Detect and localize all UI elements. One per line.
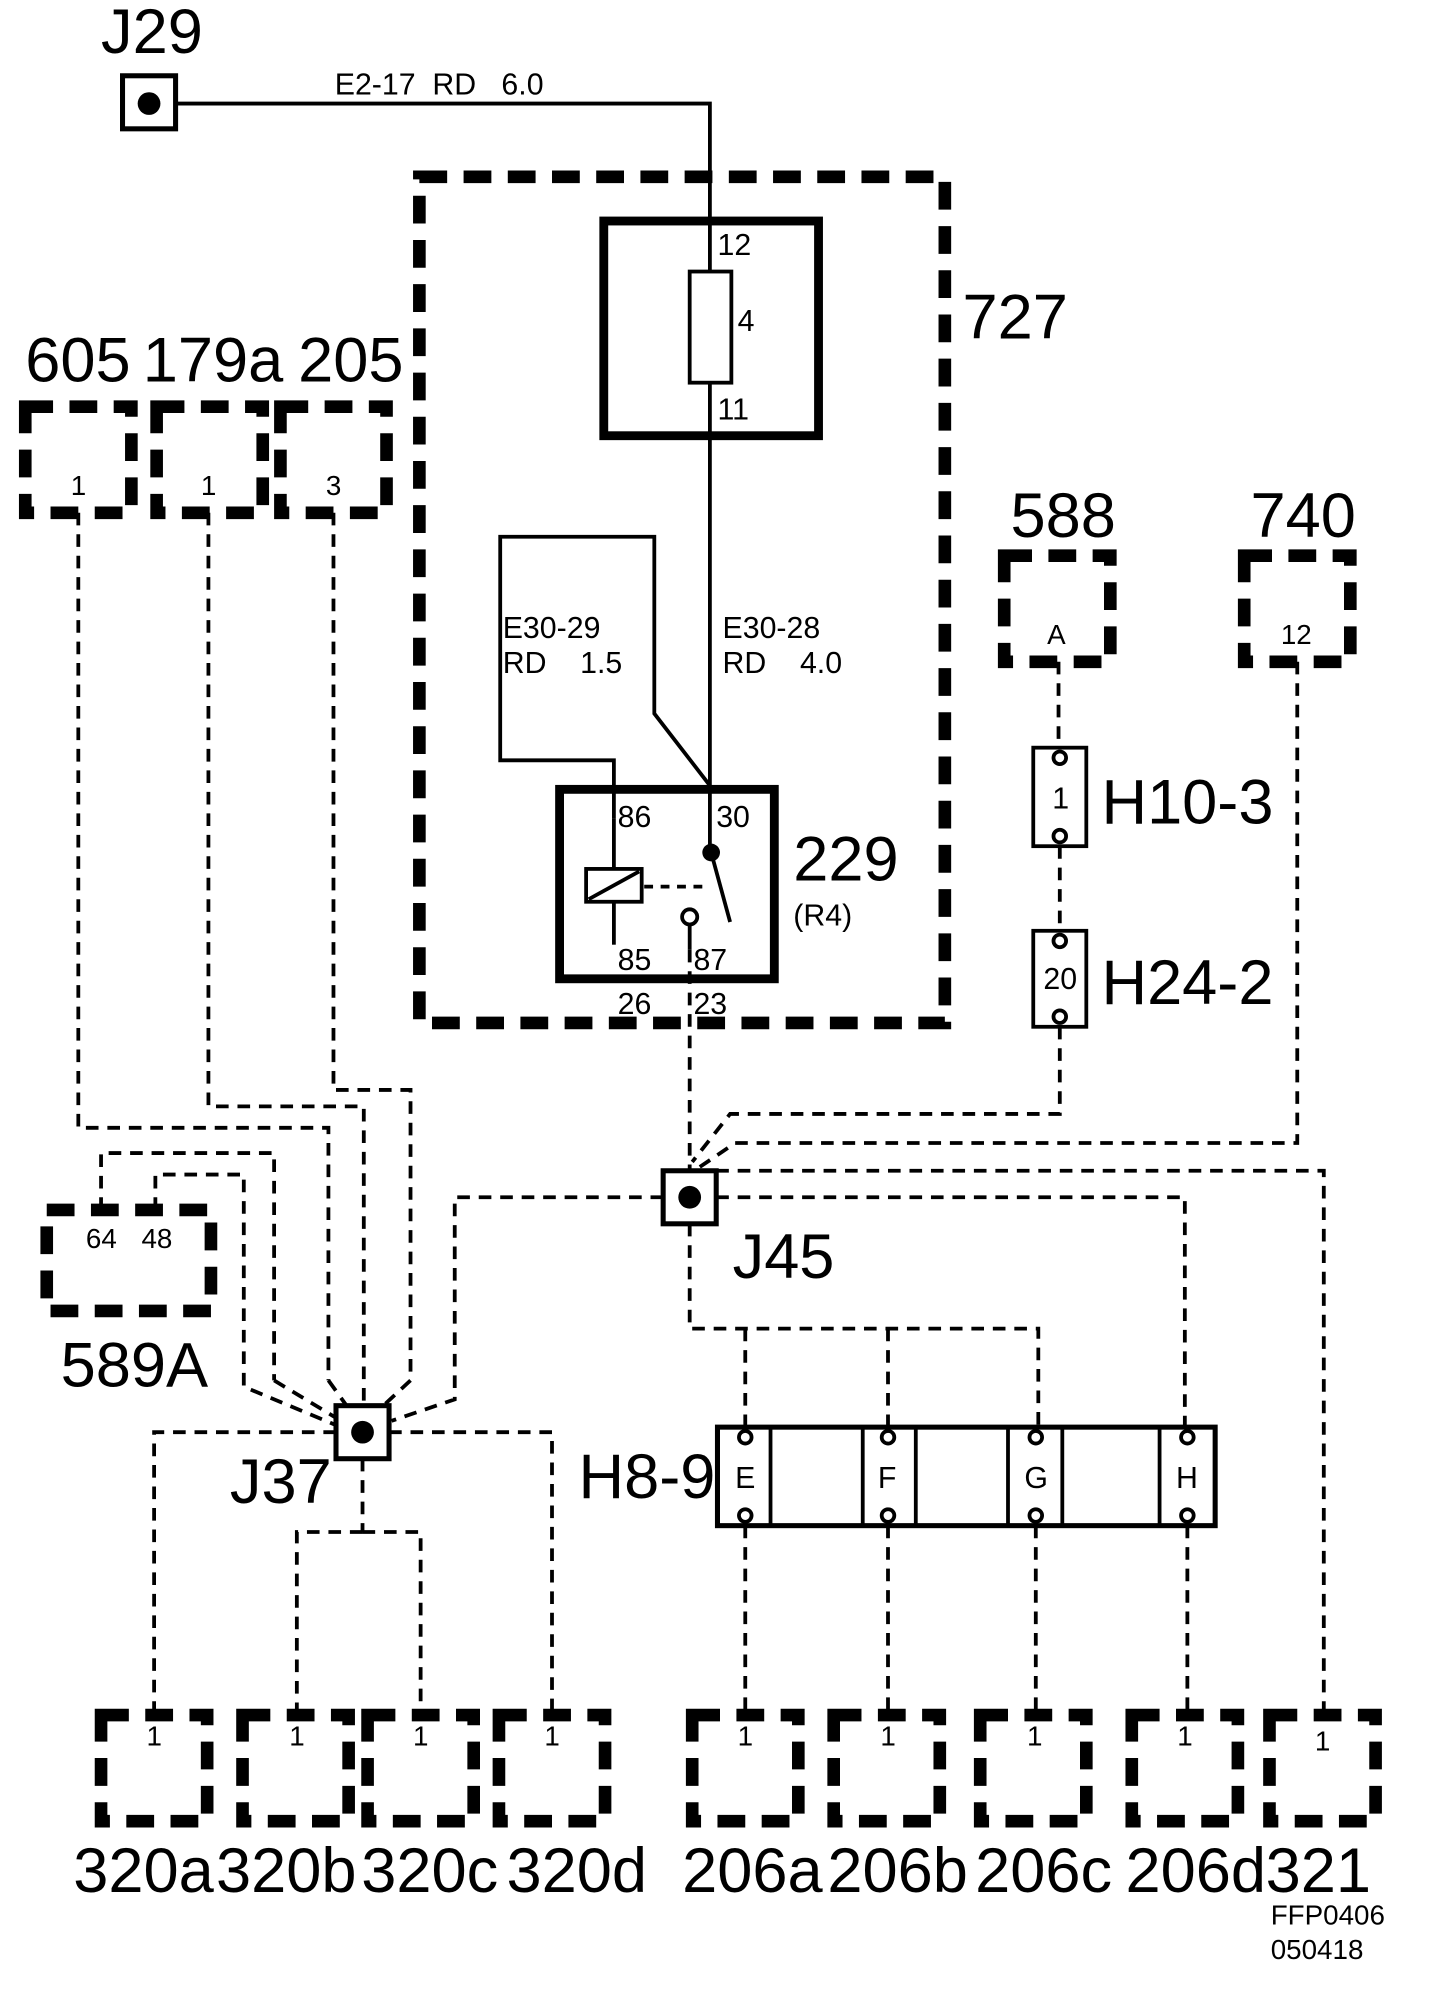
connector-206d-pin: 1 bbox=[1177, 1720, 1192, 1751]
connector-589a-pin-48: 48 bbox=[141, 1223, 172, 1254]
connector-320c-pin: 1 bbox=[413, 1720, 428, 1751]
connector-320b-pin: 1 bbox=[289, 1720, 304, 1751]
relay-pin-85: 85 bbox=[618, 944, 652, 977]
relay-229[interactable] bbox=[555, 784, 779, 984]
connector-320b-label: 320b bbox=[216, 1836, 356, 1906]
wire-740-to-j45 bbox=[698, 661, 1300, 1169]
connector-321[interactable] bbox=[1263, 1708, 1382, 1828]
wire-j37-to-320d bbox=[389, 1430, 554, 1712]
wire-j45-to-321 bbox=[716, 1168, 1326, 1712]
h8-9-label: H8-9 bbox=[579, 1442, 716, 1512]
connector-206b[interactable] bbox=[827, 1708, 947, 1828]
connector-206b-label: 206b bbox=[827, 1836, 967, 1906]
h8-9-pin-f: F bbox=[878, 1462, 897, 1495]
connector-206a-label: 206a bbox=[682, 1836, 823, 1906]
connector-588-label: 588 bbox=[1011, 481, 1116, 551]
connector-320d[interactable] bbox=[492, 1708, 612, 1828]
connector-320d-label: 320d bbox=[507, 1836, 647, 1906]
wire-j37-to-320c bbox=[362, 1530, 423, 1712]
connector-206d-label: 206d bbox=[1125, 1836, 1265, 1906]
j37-node[interactable] bbox=[333, 1403, 392, 1462]
wire-e2-17-label: E2-17 RD 6.0 bbox=[335, 69, 544, 102]
footer-code: FFP0406 bbox=[1271, 1900, 1385, 1931]
h24-2-label: H24-2 bbox=[1101, 948, 1273, 1018]
fuse-pin-11: 11 bbox=[717, 393, 748, 426]
relay-switch-arm bbox=[709, 851, 732, 923]
connector-605-pin: 1 bbox=[71, 470, 86, 501]
h10-3-pin: 1 bbox=[1052, 782, 1069, 815]
relay-sublabel: (R4) bbox=[793, 900, 852, 933]
connector-179a-label: 179a bbox=[143, 325, 284, 395]
connector-205-pin: 3 bbox=[326, 470, 341, 501]
connector-589a[interactable] bbox=[40, 1203, 218, 1318]
connector-206b-pin: 1 bbox=[880, 1720, 895, 1751]
h8-9-pin-h: H bbox=[1176, 1462, 1198, 1495]
wire-j45-down bbox=[687, 1223, 1041, 1430]
connector-740-label: 740 bbox=[1251, 481, 1356, 551]
j29-label: J29 bbox=[101, 0, 203, 67]
wire-e30-28-id: E30-28 bbox=[723, 612, 821, 645]
relay-term-23: 23 bbox=[693, 988, 727, 1021]
wire-205-to-j37 bbox=[331, 512, 413, 1381]
connector-589a-pin-64: 64 bbox=[86, 1223, 117, 1254]
connector-320c-label: 320c bbox=[361, 1836, 498, 1906]
connector-206a[interactable] bbox=[685, 1708, 805, 1828]
connector-h8-9[interactable] bbox=[714, 1424, 1218, 1529]
relay-pin-30: 30 bbox=[716, 801, 750, 834]
relay-pin-87: 87 bbox=[693, 944, 727, 977]
fuse-4[interactable] bbox=[687, 269, 734, 385]
j29-node[interactable] bbox=[120, 73, 179, 132]
j45-node[interactable] bbox=[660, 1168, 719, 1227]
relay-no-contact bbox=[680, 907, 700, 927]
connector-321-label: 321 bbox=[1266, 1836, 1371, 1906]
fuse-pin-12: 12 bbox=[717, 229, 751, 262]
wire-e30-29-id: E30-29 bbox=[503, 612, 601, 645]
connector-206c-label: 206c bbox=[975, 1836, 1112, 1906]
wire-j45-to-h bbox=[716, 1195, 1187, 1430]
connector-320b[interactable] bbox=[236, 1708, 355, 1828]
connector-740-pin: 12 bbox=[1281, 619, 1312, 650]
wire-e30-29-spec: RD 1.5 bbox=[503, 647, 623, 680]
h8-9-pin-g: G bbox=[1024, 1462, 1048, 1495]
footer-date: 050418 bbox=[1271, 1934, 1364, 1965]
wire-179a-to-j37 bbox=[206, 512, 366, 1405]
connector-206a-pin: 1 bbox=[738, 1720, 753, 1751]
h8-9-pin-e: E bbox=[735, 1462, 755, 1495]
connector-588-pin: A bbox=[1047, 619, 1066, 650]
wire-605-to-j37 bbox=[76, 512, 331, 1381]
connector-321-pin: 1 bbox=[1315, 1725, 1330, 1756]
wire-j45-to-j37 bbox=[390, 1195, 664, 1423]
j37-label: J37 bbox=[230, 1447, 332, 1517]
connector-320a-pin: 1 bbox=[147, 1720, 162, 1751]
wire-e30-29 bbox=[498, 534, 712, 819]
wire-h24-2-to-j45 bbox=[690, 1026, 1062, 1164]
relay-term-26: 26 bbox=[618, 988, 652, 1021]
connector-205-label: 205 bbox=[298, 325, 403, 395]
fuse-number: 4 bbox=[738, 305, 755, 338]
inline-connector-h24-2[interactable] bbox=[1031, 928, 1089, 1029]
inline-connector-h10-3[interactable] bbox=[1031, 745, 1089, 849]
h10-3-label: H10-3 bbox=[1101, 767, 1273, 837]
wire-589a-48-to-j37 bbox=[153, 1172, 336, 1427]
connector-320c[interactable] bbox=[361, 1708, 480, 1828]
h24-2-pin: 20 bbox=[1043, 963, 1077, 996]
relay-pin-86: 86 bbox=[618, 801, 652, 834]
connector-320d-pin: 1 bbox=[544, 1720, 559, 1751]
wire-589a-64-to-j37 bbox=[99, 1151, 276, 1381]
wire-j37-to-320b bbox=[294, 1530, 363, 1712]
wire-e2-17 bbox=[175, 101, 712, 272]
relay-label: 229 bbox=[793, 824, 898, 894]
connector-605-label: 605 bbox=[25, 325, 130, 395]
connector-179a-pin: 1 bbox=[201, 470, 216, 501]
connector-589a-label: 589A bbox=[61, 1331, 208, 1401]
fuse-relay-box-727 bbox=[413, 170, 952, 1030]
j45-label: J45 bbox=[733, 1222, 835, 1292]
connector-206c-pin: 1 bbox=[1027, 1720, 1042, 1751]
wire-e30-28-spec: RD 4.0 bbox=[723, 647, 843, 680]
wire-j37-to-320a bbox=[152, 1430, 336, 1712]
connector-206c[interactable] bbox=[973, 1708, 1093, 1828]
box-727-label: 727 bbox=[963, 282, 1068, 352]
connector-320a-label: 320a bbox=[73, 1836, 214, 1906]
